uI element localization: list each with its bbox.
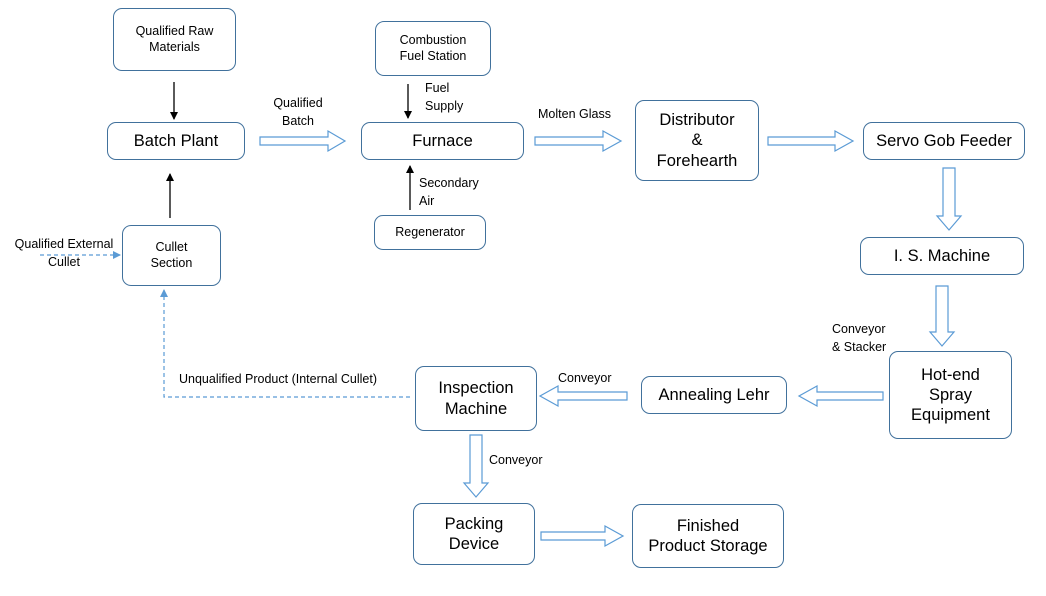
- node-text: Annealing Lehr: [658, 385, 770, 404]
- node-text: Inspection: [438, 379, 514, 398]
- node-text: Machine: [444, 399, 508, 418]
- node-text: Batch Plant: [133, 131, 219, 150]
- inspection-machine-box: Inspection Machine: [415, 366, 537, 431]
- packing-to-finished-arrow: [540, 524, 625, 548]
- cullet-section-box: Cullet Section: [122, 225, 221, 286]
- internal-cullet-dashed-arrow: [160, 289, 410, 398]
- hotend-to-annealing-arrow: [797, 384, 884, 408]
- node-text: Forehearth: [656, 151, 738, 170]
- molten-glass-label: Molten Glass: [538, 106, 611, 124]
- label-text: Conveyor: [489, 453, 543, 467]
- batch-to-furnace-arrow: [259, 129, 347, 153]
- furnace-box: Furnace: [361, 122, 524, 160]
- unqualified-product-label: Unqualified Product (Internal Cullet): [179, 371, 377, 389]
- conveyor-stacker-label: Conveyor & Stacker: [832, 321, 886, 356]
- label-text: Fuel: [425, 81, 450, 95]
- furnace-to-distributor-arrow: [534, 129, 623, 153]
- label-text: Air: [419, 193, 435, 208]
- label-text: & Stacker: [832, 339, 887, 354]
- node-text: Combustion: [399, 33, 467, 48]
- qualified-batch-label: Qualified Batch: [262, 95, 334, 130]
- node-text: Hot-end: [921, 365, 980, 384]
- label-text: Conveyor: [832, 322, 886, 336]
- node-text: Spray: [928, 385, 973, 404]
- servo-gob-feeder-box: Servo Gob Feeder: [863, 122, 1025, 160]
- label-text: Molten Glass: [538, 107, 611, 121]
- node-text: Cullet: [155, 240, 188, 255]
- node-text: Packing: [444, 514, 504, 533]
- node-text: Materials: [149, 39, 200, 54]
- annealing-lehr-box: Annealing Lehr: [641, 376, 787, 414]
- regenerator-box: Regenerator: [374, 215, 486, 250]
- inspection-to-packing-arrow: [462, 434, 490, 498]
- qualified-external-cullet-label: Qualified External Cullet: [6, 236, 122, 271]
- node-text: Furnace: [412, 131, 473, 150]
- node-text: Equipment: [911, 406, 990, 425]
- label-text: Unqualified Product (Internal Cullet): [179, 372, 378, 386]
- conveyor-label-lower: Conveyor: [489, 452, 543, 470]
- combustion-fuel-station-box: Combustion Fuel Station: [375, 21, 491, 76]
- label-text: Qualified: [273, 96, 323, 110]
- hot-end-spray-equipment-box: Hot-end Spray Equipment: [889, 351, 1012, 439]
- packing-device-box: Packing Device: [413, 503, 535, 565]
- node-text: Distributor: [659, 111, 735, 130]
- distributor-forehearth-box: Distributor & Forehearth: [635, 100, 759, 181]
- node-text: Qualified Raw: [135, 24, 214, 39]
- conveyor-label-upper: Conveyor: [558, 370, 612, 388]
- batch-plant-box: Batch Plant: [107, 122, 245, 160]
- node-text: Section: [150, 255, 193, 270]
- finished-product-storage-box: Finished Product Storage: [632, 504, 784, 568]
- fuel-supply-label: Fuel Supply: [425, 80, 463, 115]
- node-text: Fuel Station: [399, 48, 467, 63]
- is-machine-box: I. S. Machine: [860, 237, 1024, 275]
- node-text: I. S. Machine: [893, 246, 991, 265]
- label-text: Cullet: [48, 254, 80, 269]
- is-to-hotend-arrow: [928, 285, 956, 347]
- node-text: Product Storage: [648, 537, 768, 555]
- label-text: Supply: [425, 98, 464, 113]
- node-text: Device: [448, 535, 500, 553]
- node-text: Servo Gob Feeder: [876, 131, 1012, 150]
- label-text: Conveyor: [558, 371, 612, 385]
- label-text: Qualified External: [14, 237, 114, 251]
- node-text: Finished: [676, 516, 740, 535]
- label-text: Secondary: [419, 176, 479, 190]
- node-text: Regenerator: [395, 224, 465, 239]
- servo-to-is-arrow: [935, 167, 963, 231]
- secondary-air-label: Secondary Air: [419, 175, 479, 210]
- qualified-raw-materials-box: Qualified Raw Materials: [113, 8, 236, 71]
- annealing-to-inspection-arrow: [538, 384, 628, 408]
- node-text: &: [691, 131, 703, 150]
- label-text: Batch: [282, 113, 314, 128]
- distributor-to-servo-arrow: [767, 129, 855, 153]
